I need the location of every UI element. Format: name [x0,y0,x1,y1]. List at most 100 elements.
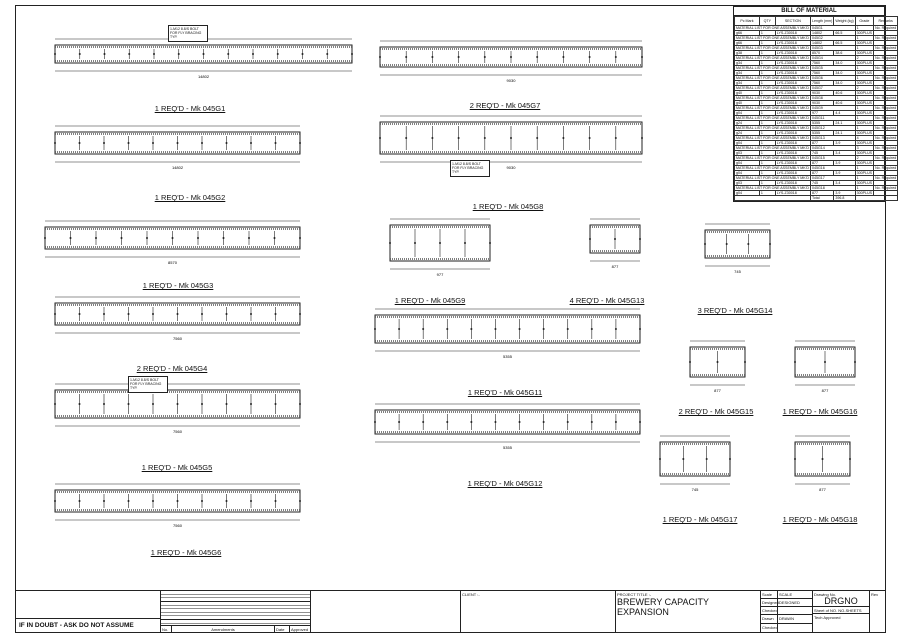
bolt-hole [227,53,230,55]
bolt-hole [446,421,449,423]
bom-cell: QTY [758,16,776,26]
bolt-hole [483,56,486,58]
bom-cell: MATERIAL LIST FOR ONE ASSEMBLY MK'D [734,105,811,111]
bolt-hole [614,328,617,330]
bolt-hole [562,56,565,58]
bom-cell: MATERIAL LIST FOR ONE ASSEMBLY MK'D [734,55,811,61]
assembly-label: 2 REQ'D - Mk 045G4 [136,364,208,373]
bolt-hole [744,361,746,363]
bolt-hole [250,142,252,144]
overall-length: 7560 [173,523,183,528]
overall-length: 745 [734,269,741,274]
bolt-hole [379,56,381,58]
checked2-label: Checked [760,623,778,633]
drawing-number: Drawing No.DRGNO [812,590,870,607]
bolt-hole [639,421,641,423]
bom-cell: 300PLUS [854,80,875,86]
bolt-hole [769,243,771,245]
bom-cell: No. Required [873,55,899,61]
bolt-hole [614,238,616,240]
bom-cell [854,195,899,201]
bom-cell: 300PLUS [854,90,875,96]
overall-length: 14802 [198,74,210,79]
bolt-hole [176,313,179,315]
bolt-hole [457,137,460,139]
bolt-hole [103,500,105,502]
bom-cell: Grade [854,16,875,26]
bolt-hole [250,500,252,502]
bom-cell: No. Required [873,95,899,101]
bolt-hole [614,421,617,423]
bolt-hole [641,56,643,58]
drawing-number-value: DRGNO [824,596,858,606]
bolt-hole [78,313,81,315]
bolt-hole [152,313,154,315]
bom-cell: No. Required [873,105,899,111]
bolt-hole [201,313,203,315]
bolt-hole [146,237,148,239]
bolt-hole [489,242,491,244]
bom-cell: No. Required [873,125,899,131]
bom-cell: MATERIAL LIST FOR ONE ASSEMBLY MK'D [734,135,811,141]
bolt-hole [422,328,425,330]
bolt-hole [78,500,81,502]
warning-note: IF IN DOUBT - ASK DO NOT ASSUME [15,618,161,633]
bolt-hole [470,421,473,423]
bolt-hole [103,403,105,405]
bom-cell: 300PLUS [854,130,875,136]
bolt-hole [127,313,130,315]
bolt-hole [536,56,539,58]
bom-cell: Total [809,195,835,201]
bom-title: BILL OF MATERIAL [734,7,884,16]
bolt-hole [152,403,154,405]
bom-cell: No. Required [873,85,899,91]
overall-length: 877 [714,388,721,393]
bolt-hole [398,328,401,330]
beam-elevation: 9030 [379,40,643,83]
beam-outline [374,314,641,344]
bolt-hole [689,361,691,363]
bolt-hole [276,53,279,55]
bolt-hole [705,458,708,460]
bolt-note: 1-M12 8.8/S BOLT FOR FLY BRACING TYP. [450,160,490,177]
project-label: PROJECT TITLE :- [617,592,652,597]
beam-elevation: 977 [389,218,491,277]
bom-cell: 300PLUS [854,110,875,116]
bolt-hole [225,500,228,502]
bolt-hole [54,403,56,405]
bolt-hole [351,53,353,55]
bom-cell: MATERIAL LIST FOR ONE ASSEMBLY MK'D [734,165,811,171]
bolt-hole [54,53,56,55]
bolt-hole [747,243,750,245]
revision: Rev [869,590,886,633]
beam-elevation: 9030 [379,115,643,170]
bom-cell: 300PLUS [854,60,875,66]
bolt-hole [127,403,130,405]
bolt-hole [202,53,205,55]
client-field: CLIENT :- [460,590,616,633]
bom-cell: No. Required [873,185,899,191]
bolt-hole [54,142,56,144]
bom-cell: No. Required [873,155,899,161]
beam-elevation: 7560 [54,296,301,341]
project-field: PROJECT TITLE :- BREWERY CAPACITY EXPANS… [615,590,761,633]
bolt-hole [542,328,545,330]
bolt-hole [301,53,304,55]
bom-cell: 300PLUS [854,160,875,166]
bolt-hole [127,142,130,144]
bolt-hole [824,361,826,363]
bom-cell: No. Required [873,45,899,51]
beam-elevation: 14802 [54,125,301,170]
amend-col-amendments: Amendments [171,625,275,633]
amend-col-approved: Approved [289,625,311,633]
bom-cell: MATERIAL LIST FOR ONE ASSEMBLY MK'D [734,85,811,91]
bolt-hole [639,238,641,240]
assembly-label: 1 REQ'D - Mk 045G5 [141,463,213,472]
bolt-hole [439,242,441,244]
bolt-hole [103,53,106,55]
bom-cell: Weight (kg) [833,16,856,26]
bolt-hole [225,403,228,405]
bolt-hole [494,421,497,423]
overall-length: 977 [437,272,444,277]
bolt-hole [326,53,329,55]
